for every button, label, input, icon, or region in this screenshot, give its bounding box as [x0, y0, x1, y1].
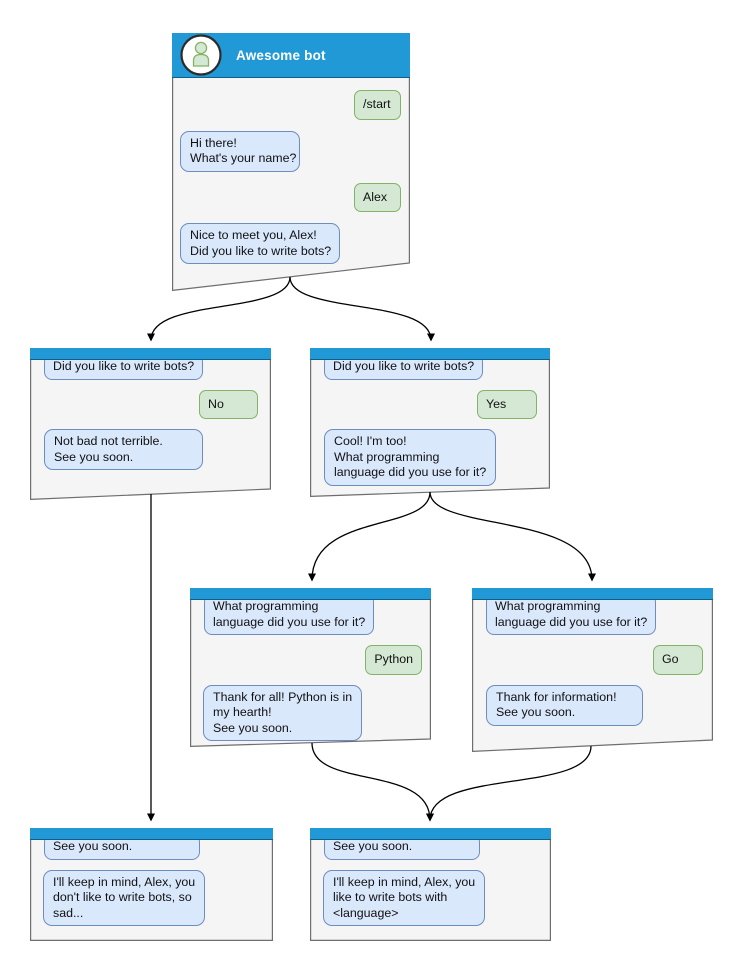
quoted-message-bubble: What programming language did you use fo…	[204, 594, 375, 635]
message-bubble-bot: Cool! I'm too! What programming language…	[324, 429, 497, 486]
window-titlebar	[310, 348, 550, 360]
chat-window-end-yes: See you soon. I'll keep in mind, Alex, y…	[310, 828, 551, 941]
message-bubble-user: No	[199, 389, 258, 419]
quoted-message-bubble: What programming language did you use fo…	[486, 594, 657, 635]
window-title: Awesome bot	[236, 47, 326, 63]
window-titlebar	[190, 588, 431, 600]
window-titlebar	[472, 588, 713, 600]
message-bubble-bot: I'll keep in mind, Alex, you don't like …	[43, 869, 206, 926]
arrow-yes-to-python	[308, 491, 431, 582]
window-titlebar: Awesome bot	[172, 33, 410, 78]
chat-window-go-branch: What programming language did you use fo…	[472, 588, 713, 752]
chat-window-end-no: See you soon. I'll keep in mind, Alex, y…	[30, 828, 273, 941]
message-bubble-bot: Thank for all! Python is in my hearth! S…	[203, 684, 363, 741]
arrow-go-to-end	[426, 745, 592, 822]
chat-window-yes-branch: Did you like to write bots? Yes Cool! I'…	[310, 348, 550, 497]
message-bubble-user: Alex	[354, 182, 401, 212]
message-bubble-bot: I'll keep in mind, Alex, you like to wri…	[323, 869, 486, 926]
window-titlebar	[30, 828, 273, 840]
chat-window-python-branch: What programming language did you use fo…	[190, 588, 431, 747]
message-bubble-bot: Thank for information! See you soon.	[486, 684, 643, 726]
message-bubble-bot: Hi there! What's your name?	[180, 130, 300, 172]
message-bubble-user: /start	[354, 90, 401, 120]
message-bubble-bot: Not bad not terrible. See you soon.	[44, 429, 203, 470]
arrow-python-to-end	[311, 742, 434, 822]
message-bubble-bot: Nice to meet you, Alex! Did you like to …	[180, 223, 340, 264]
chat-window-no-branch: Did you like to write bots? No Not bad n…	[30, 348, 271, 500]
window-titlebar	[310, 828, 551, 840]
window-titlebar	[30, 348, 271, 360]
message-bubble-user: Yes	[477, 389, 537, 419]
message-bubble-user: Python	[365, 645, 422, 675]
avatar	[180, 34, 222, 76]
chat-window-main: Awesome bot /start Hi there! What's your…	[172, 33, 410, 291]
message-bubble-user: Go	[653, 645, 703, 675]
person-icon	[192, 41, 210, 67]
arrow-yes-to-go	[429, 491, 596, 582]
